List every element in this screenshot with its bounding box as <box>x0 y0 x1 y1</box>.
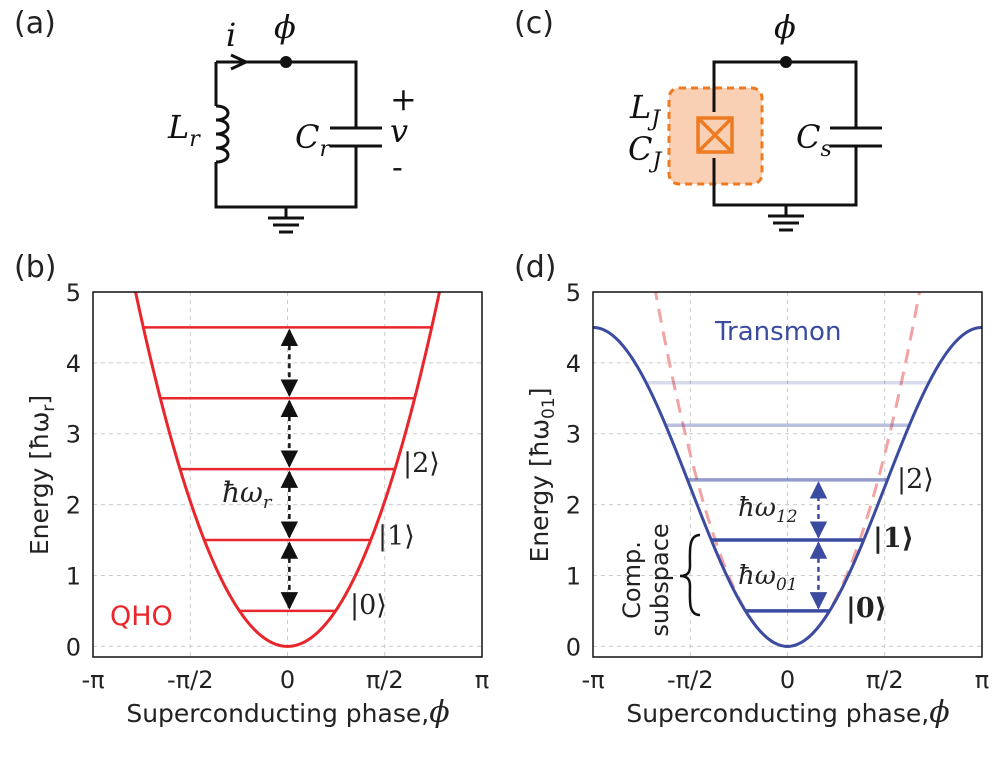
x-tick-label: π <box>975 666 989 694</box>
transmon-label: Transmon <box>714 317 841 347</box>
y-axis-label-d: Energy [ħω01] <box>525 388 559 563</box>
transmon-potential-curve <box>593 325 982 648</box>
x-axis-label-b: Superconducting phase,ϕ <box>126 695 449 730</box>
ket-2-d: |2⟩ <box>897 464 934 495</box>
y-tick-label: 2 <box>566 492 581 520</box>
tick-labels-d: -π -π/2 0 π/2 π 0 1 2 3 4 5 <box>566 279 990 694</box>
y-axis-label-b: Energy [ħωr] <box>25 395 59 555</box>
y-tick-label: 0 <box>566 633 581 661</box>
y-tick-label: 4 <box>566 350 581 378</box>
y-tick-label: 3 <box>66 421 81 449</box>
ket-1-d: |1⟩ <box>873 523 914 554</box>
energy-levels-b <box>143 326 432 613</box>
ket-1-b: |1⟩ <box>378 521 415 552</box>
x-tick-label: π/2 <box>366 666 404 694</box>
x-tick-label: -π/2 <box>667 666 713 694</box>
ket-0-b: |0⟩ <box>350 590 387 621</box>
x-tick-label: -π <box>581 666 604 694</box>
voltage-minus: - <box>392 148 403 186</box>
subspace-label-line1: Comp. <box>618 541 646 619</box>
subspace-brace <box>679 533 701 617</box>
node-dot <box>280 56 292 68</box>
y-tick-label: 4 <box>66 350 81 378</box>
x-tick-label: π <box>475 666 489 694</box>
circuit-wire-top <box>216 60 358 128</box>
y-tick-label: 3 <box>566 421 581 449</box>
x-tick-label: π/2 <box>866 666 904 694</box>
panel-c-label: (c) <box>514 6 554 41</box>
ket-0-d: |0⟩ <box>846 593 887 624</box>
spacing-01-label: ħω01 <box>738 561 798 595</box>
panel-c: (c) ϕ LJ CJ Cs <box>514 6 882 232</box>
junction-capacitance-symbol: CJ <box>628 130 662 174</box>
y-tick-label: 0 <box>66 633 81 661</box>
inductor-coil <box>215 104 230 164</box>
y-tick-label: 1 <box>566 562 581 590</box>
panel-a: (a) i ϕ Lr Cr + v - <box>14 6 417 234</box>
x-axis-label-d: Superconducting phase,ϕ <box>626 695 949 730</box>
plot-frame-b <box>92 291 483 658</box>
current-symbol: i <box>226 16 236 54</box>
y-tick-label: 2 <box>66 492 81 520</box>
ket-2-b: |2⟩ <box>403 448 440 479</box>
shunt-capacitor-symbol: Cs <box>796 118 832 162</box>
qho-label: QHO <box>110 601 173 632</box>
josephson-junction-icon <box>696 116 734 154</box>
y-tick-label: 5 <box>66 279 81 307</box>
spacing-label-b: ħωr <box>222 476 273 513</box>
node-dot <box>780 56 792 68</box>
capacitor-symbol: Cr <box>295 118 331 162</box>
panel-d: (d) -π -π/2 0 π/2 π 0 1 2 3 4 5 Superconducting ph… <box>514 250 990 730</box>
circuit-wire-bottom <box>214 146 358 209</box>
x-tick-label: -π <box>81 666 104 694</box>
qho-potential-curve <box>134 292 441 648</box>
node-flux-symbol: ϕ <box>774 8 796 46</box>
y-tick-label: 5 <box>566 279 581 307</box>
current-arrow <box>230 53 250 71</box>
panel-b-label: (b) <box>14 250 56 285</box>
subspace-label-line2: subspace <box>646 523 674 636</box>
lc-circuit <box>214 60 382 234</box>
junction-inductance-symbol: LJ <box>629 88 661 132</box>
inductor-symbol: Lr <box>167 108 201 152</box>
panel-a-label: (a) <box>14 6 56 41</box>
panel-b: (b) -π -π/2 0 π/2 π 0 1 2 3 4 5 Superconducting ph… <box>14 250 490 730</box>
x-tick-label: -π/2 <box>167 666 213 694</box>
spacing-12-label: ħω12 <box>738 493 798 527</box>
voltage-symbol: v <box>390 112 408 150</box>
energy-levels-d <box>646 380 929 613</box>
panel-d-label: (d) <box>514 250 556 285</box>
tick-labels-b: -π -π/2 0 π/2 π 0 1 2 3 4 5 <box>66 279 490 694</box>
y-tick-label: 1 <box>66 562 81 590</box>
x-tick-label: 0 <box>280 666 295 694</box>
voltage-plus: + <box>390 80 417 118</box>
plot-frame-d <box>592 291 983 658</box>
node-flux-symbol: ϕ <box>274 8 296 46</box>
x-tick-label: 0 <box>780 666 795 694</box>
